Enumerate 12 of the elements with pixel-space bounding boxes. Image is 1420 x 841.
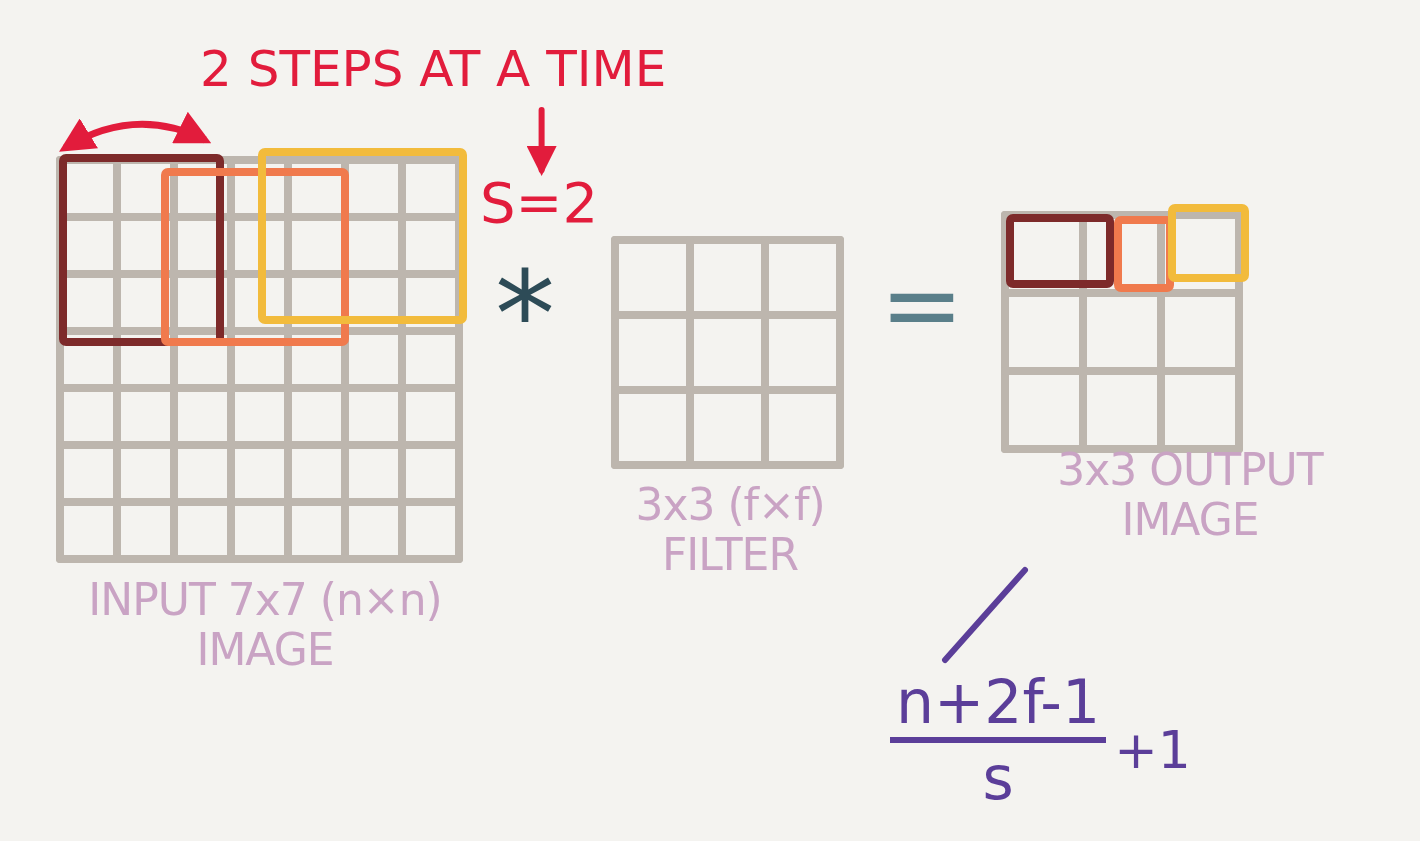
formula-denominator: s (982, 743, 1014, 813)
leader-line (942, 567, 1028, 663)
annotation-text: S=2 (480, 170, 599, 235)
grid-caption: INPUT 7x7 (n×n) IMAGE (87, 575, 443, 675)
grid-caption: 3x3 (f×f) FILTER (634, 480, 826, 580)
arrow (526, 107, 557, 176)
operator-symbol: * (495, 255, 555, 375)
grid-caption: 3x3 OUTPUT IMAGE (1056, 445, 1325, 545)
formula-term: +1 (1114, 720, 1191, 780)
operator-symbol: = (880, 255, 964, 355)
formula-numerator: n+2f-1 (890, 667, 1107, 743)
annotation-text: 2 STEPS AT A TIME (200, 40, 667, 98)
